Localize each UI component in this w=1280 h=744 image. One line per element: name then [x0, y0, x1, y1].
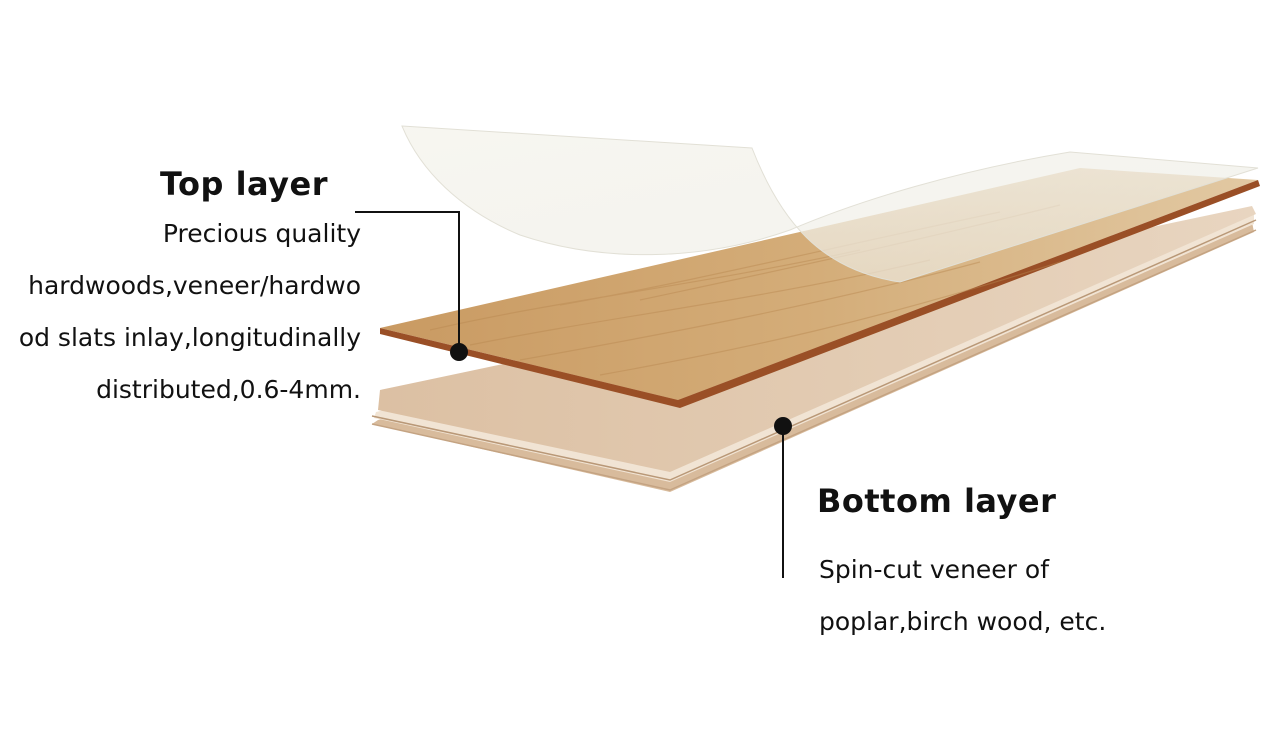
top-layer-title: Top layer — [159, 165, 328, 203]
base-edge-line-2 — [371, 229, 1257, 491]
top-layer-description-line: Precious quality — [162, 219, 361, 248]
film-sheet — [401, 125, 1259, 283]
bottom-layer-description: Spin-cut veneer of poplar,birch wood, et… — [819, 544, 1106, 648]
peeling-film — [401, 125, 1259, 283]
top-leader-dot — [450, 343, 468, 361]
top-layer-description-line: distributed,0.6-4mm. — [96, 375, 361, 404]
top-layer-description-line: od slats inlay,longitudinally — [18, 323, 361, 352]
base-edge-line — [371, 219, 1257, 481]
wood-grain — [429, 204, 1061, 376]
bottom-layer-leader — [774, 417, 792, 578]
top-leader-line — [355, 211, 460, 350]
bottom-layer-title: Bottom layer — [817, 482, 1057, 520]
top-layer-description: Precious quality hardwoods,veneer/hardwo… — [19, 208, 361, 416]
top-layer-leader — [355, 211, 468, 361]
bottom-leader-dot — [774, 417, 792, 435]
bottom-layer-description-line: poplar,birch wood, etc. — [819, 607, 1107, 636]
top-layer-description-line: hardwoods,veneer/hardwo — [28, 271, 361, 300]
bottom-layer-description-line: Spin-cut veneer of — [819, 555, 1049, 584]
